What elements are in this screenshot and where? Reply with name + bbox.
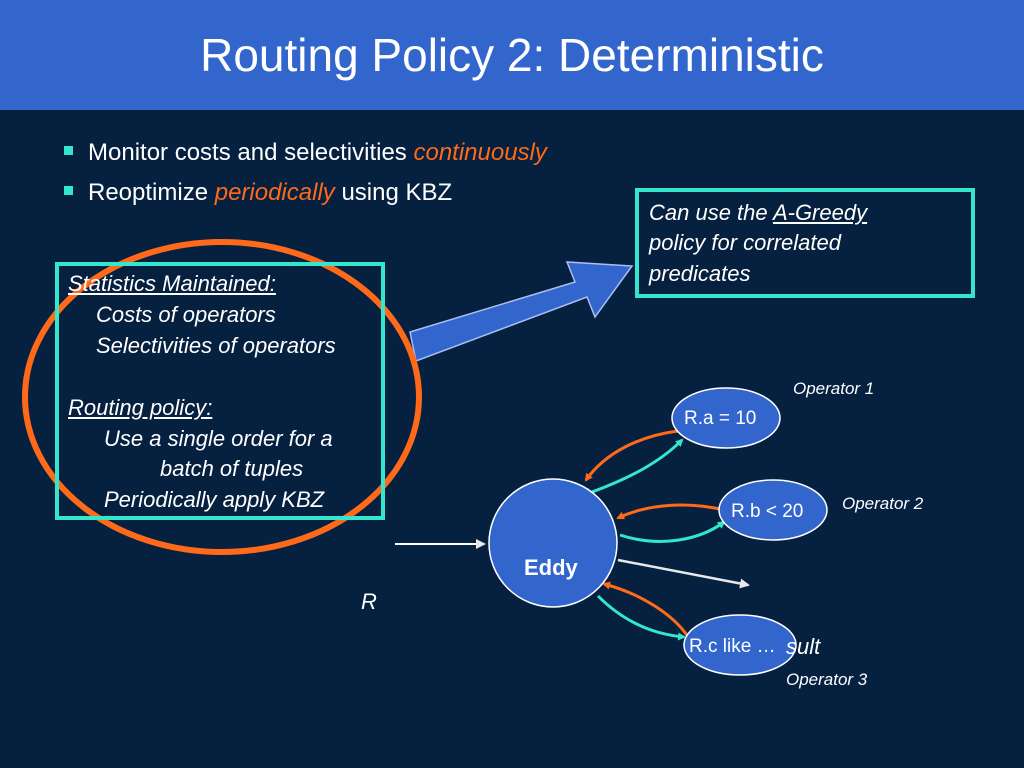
arrow-to-operator-2 — [619, 520, 726, 543]
block-arrow — [409, 261, 634, 363]
slide-title: Routing Policy 2: Deterministic — [200, 29, 824, 81]
title-bar: Routing Policy 2: Deterministic — [0, 0, 1024, 110]
bullet-square-icon — [64, 186, 73, 195]
stats-line-selectivities: Selectivities of operators — [96, 333, 336, 358]
arrow-from-operator-2 — [616, 503, 725, 520]
bullet-list: Monitor costs and selectivities continuo… — [62, 133, 547, 213]
bullet-item-2: Reoptimize periodically using KBZ — [62, 173, 547, 213]
callout-line-3: predicates — [649, 261, 751, 286]
bullet-square-icon — [64, 146, 73, 155]
bullet-2-text: Reoptimize — [88, 179, 215, 206]
callout-line-1: Can use the A-Greedy — [649, 200, 867, 226]
operator-1-predicate: R.a = 10 — [684, 408, 757, 429]
statistics-box — [55, 262, 385, 520]
stats-line-batch: batch of tuples — [160, 456, 304, 481]
bullet-1-text: Monitor costs and selectivities — [88, 139, 414, 166]
bullet-2-after: using KBZ — [334, 179, 453, 206]
bullet-1-emphasis: continuously — [413, 139, 547, 166]
callout-line-2: policy for correlated — [649, 230, 841, 255]
stats-line-single-order: Use a single order for a — [104, 426, 333, 451]
output-arrow — [617, 558, 750, 589]
input-relation-label: R — [361, 589, 377, 614]
arrow-from-operator-3 — [602, 581, 692, 641]
operator-3-predicate: R.c like … — [689, 636, 776, 657]
operator-2-node — [718, 479, 828, 541]
arrow-to-operator-3 — [596, 594, 686, 641]
operator-2-name: Operator 2 — [842, 494, 924, 513]
a-greedy-link[interactable]: A-Greedy — [772, 200, 868, 225]
operator-2-predicate: R.b < 20 — [731, 501, 804, 522]
operator-3-name: Operator 3 — [786, 670, 868, 689]
operator-1-name: Operator 1 — [793, 379, 875, 398]
callout-line-1-pre: Can use the — [649, 200, 773, 225]
operator-3-node — [683, 614, 797, 676]
arrow-to-operator-1 — [591, 438, 684, 494]
stats-heading-statistics: Statistics Maintained: — [68, 271, 276, 296]
stats-line-costs: Costs of operators — [96, 302, 276, 327]
operator-1-node — [671, 387, 781, 449]
stats-heading-routing: Routing policy: — [68, 395, 213, 420]
arrow-from-operator-1 — [584, 429, 679, 482]
eddy-label: Eddy — [524, 555, 578, 580]
callout-box — [635, 188, 975, 298]
stats-line-kbz: Periodically apply KBZ — [104, 487, 325, 512]
highlight-ellipse — [22, 239, 422, 555]
bullet-2-emphasis: periodically — [214, 179, 335, 206]
bullet-item-1: Monitor costs and selectivities continuo… — [62, 133, 547, 173]
eddy-node — [488, 478, 618, 608]
result-label: sult — [786, 634, 821, 659]
